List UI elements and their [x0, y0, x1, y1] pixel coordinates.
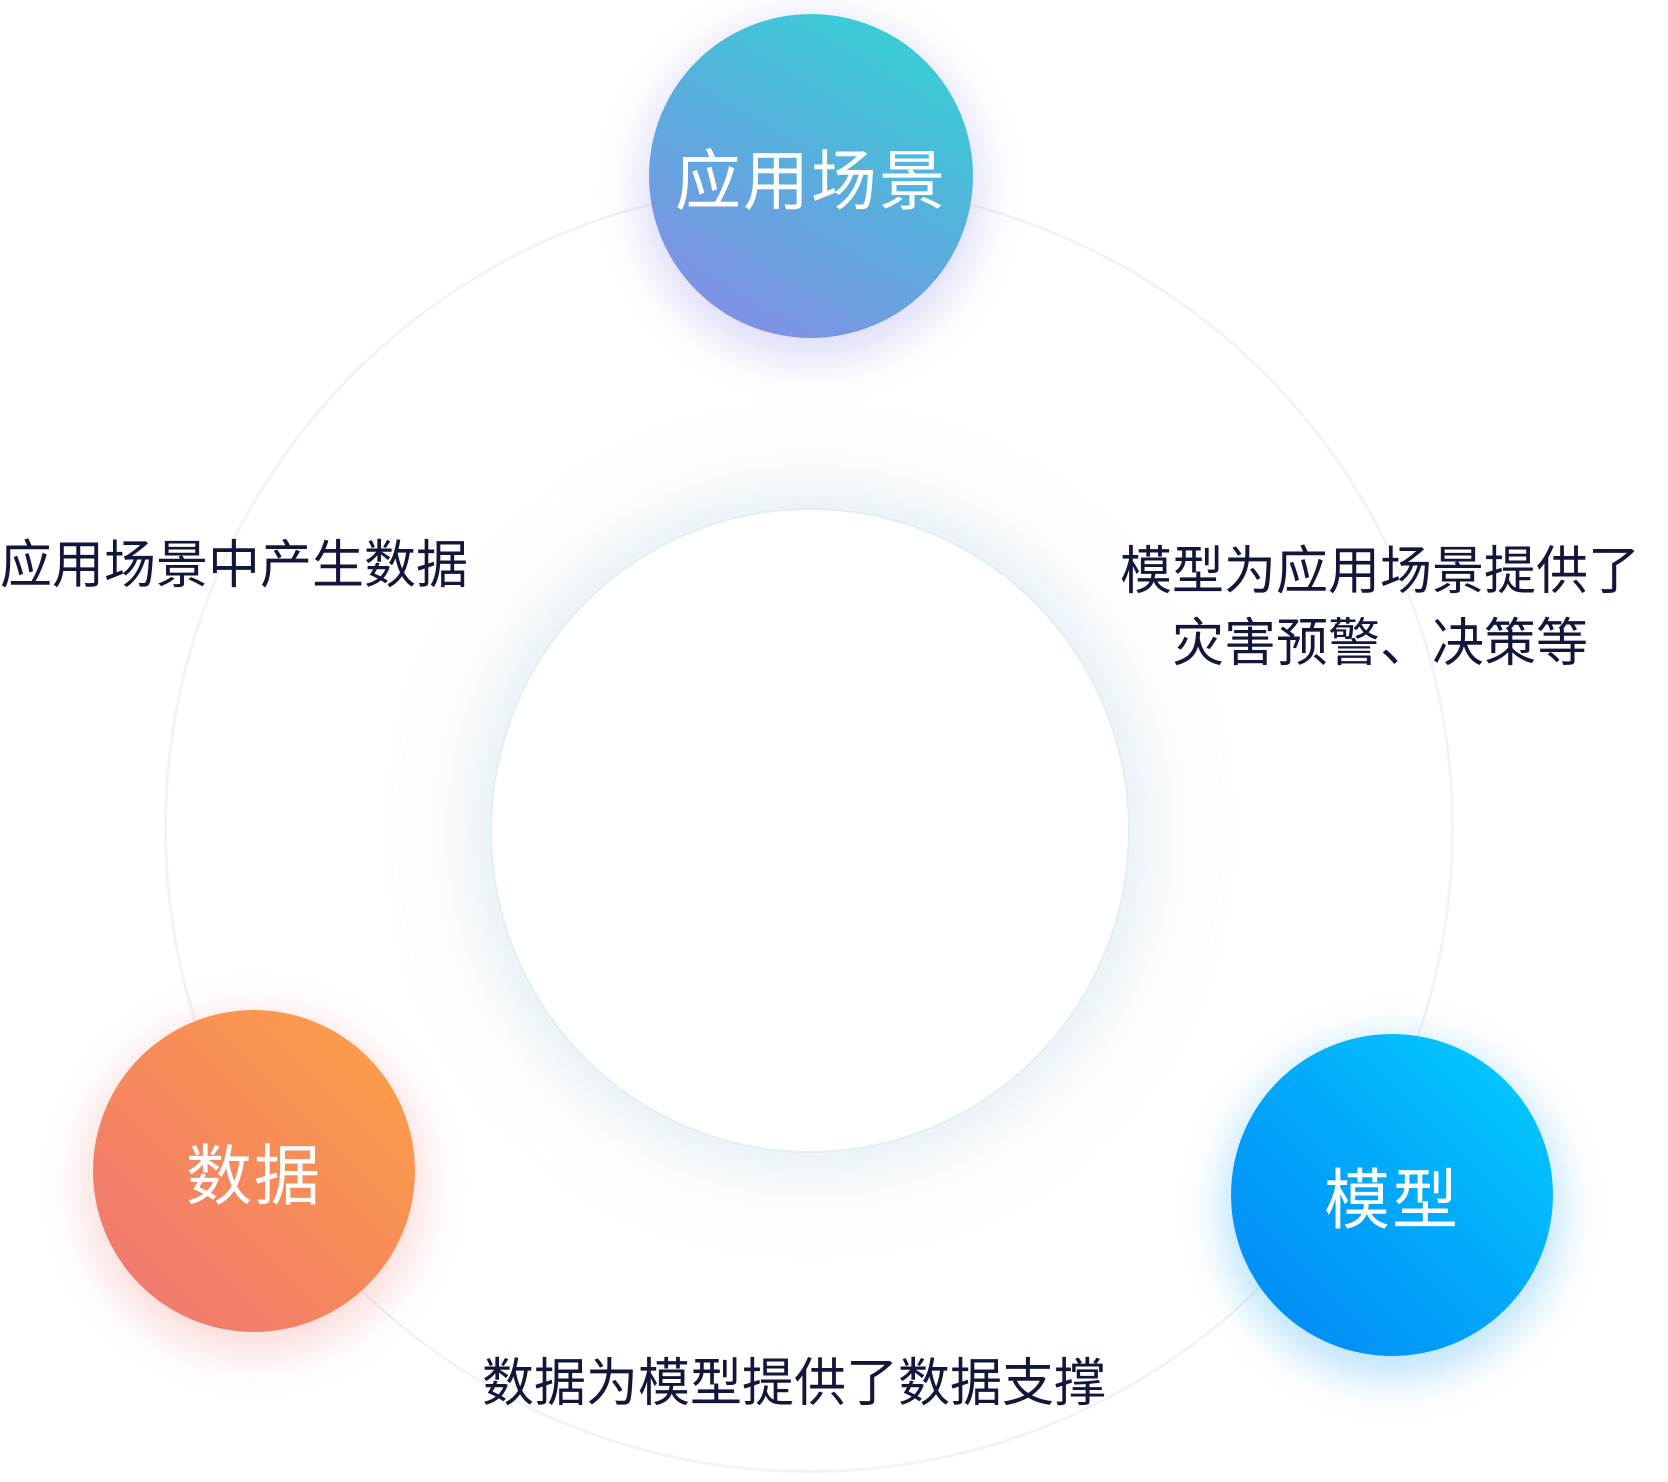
node-application-scene-label: 应用场景 [675, 143, 947, 220]
caption-model-to-scene-line-1: 模型为应用场景提供了 [1119, 542, 1640, 602]
inner-circle [490, 508, 1130, 1153]
node-data: 数据 [93, 1010, 415, 1332]
node-data-label: 数据 [186, 1138, 322, 1215]
caption-model-to-scene-line-2: 灾害预警、决策等 [1171, 614, 1588, 674]
caption-scene-to-data: 应用场景中产生数据 [0, 536, 469, 596]
node-application-scene: 应用场景 [649, 14, 973, 338]
node-model-label: 模型 [1324, 1162, 1460, 1239]
node-model: 模型 [1231, 1034, 1553, 1356]
caption-model-to-scene: 模型为应用场景提供了 灾害预警、决策等 [1095, 536, 1665, 680]
caption-data-to-model: 数据为模型提供了数据支撑 [482, 1354, 1107, 1414]
